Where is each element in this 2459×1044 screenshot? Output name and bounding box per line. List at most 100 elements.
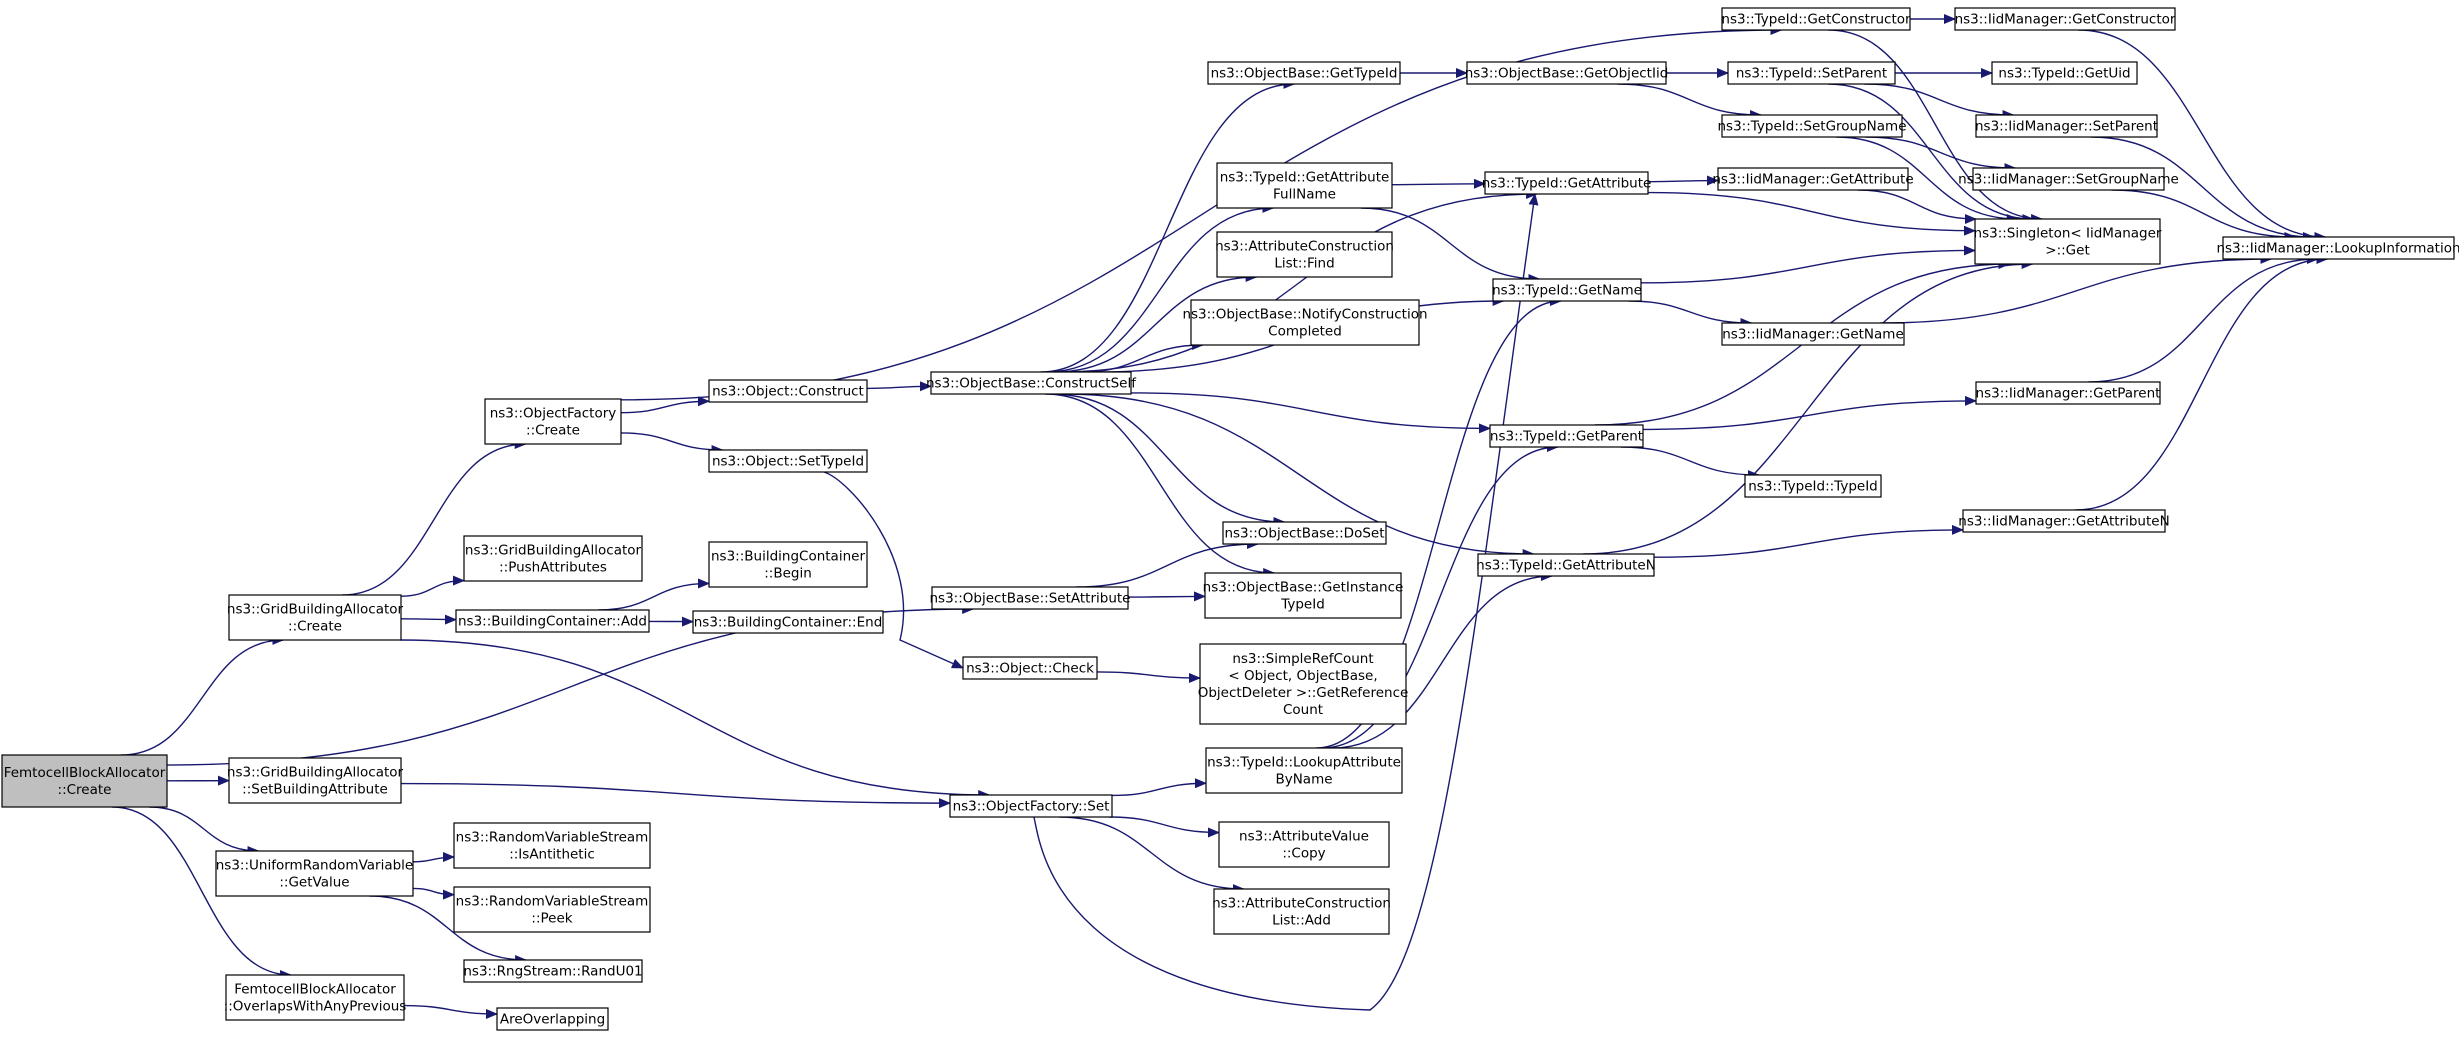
node-bc-end[interactable]: ns3::BuildingContainer::End xyxy=(692,610,884,634)
node-ob-setattr[interactable]: ns3::ObjectBase::SetAttribute xyxy=(930,586,1131,610)
node-box xyxy=(1975,381,2161,405)
node-label: ns3::TypeId::SetGroupName xyxy=(1717,119,1906,135)
node-are-overlapping[interactable]: AreOverlapping xyxy=(496,1007,609,1031)
edge-tid-getname-to-iid-getname xyxy=(1628,300,1753,328)
node-label: ObjectDeleter >::GetReference xyxy=(1198,685,1409,701)
node-src-getref[interactable]: ns3::SimpleRefCount< Object, ObjectBase,… xyxy=(1198,643,1409,725)
node-ob-gettypeid[interactable]: ns3::ObjectBase::GetTypeId xyxy=(1207,61,1401,85)
node-av-copy[interactable]: ns3::AttributeValue::Copy xyxy=(1218,821,1390,868)
edge-of-create-to-obj-settypeid xyxy=(620,432,724,455)
node-ob-getobjectiid[interactable]: ns3::ObjectBase::GetObjectIid xyxy=(1465,61,1669,85)
node-grid-setattr[interactable]: ns3::GridBuildingAllocator::SetBuildingA… xyxy=(227,757,404,804)
node-label: ns3::RngStream::RandU01 xyxy=(463,964,642,980)
edge-ob-constructself-to-tid-getparent xyxy=(1130,392,1491,434)
node-tid-typeid[interactable]: ns3::TypeId::TypeId xyxy=(1744,474,1882,498)
node-tid-getuid[interactable]: ns3::TypeId::GetUid xyxy=(1991,61,2138,85)
node-obj-check[interactable]: ns3::Object::Check xyxy=(962,656,1098,680)
node-iid-getconstructor[interactable]: ns3::IidManager::GetConstructor xyxy=(1954,7,2176,31)
node-rvs-anti[interactable]: ns3::RandomVariableStream::IsAntithetic xyxy=(453,822,651,869)
edge-iid-getattr-to-singleton-get xyxy=(1857,189,1977,224)
edge-grid-create-to-of-create xyxy=(342,439,527,596)
node-tid-setparent[interactable]: ns3::TypeId::SetParent xyxy=(1727,61,1896,85)
node-grid-push[interactable]: ns3::GridBuildingAllocator::PushAttribut… xyxy=(463,535,643,582)
node-box xyxy=(1991,61,2138,85)
node-box xyxy=(931,586,1129,610)
node-box xyxy=(463,959,643,983)
node-label: ns3::GridBuildingAllocator xyxy=(465,543,642,559)
node-tid-getconstructor[interactable]: ns3::TypeId::GetConstructor xyxy=(1721,7,1911,31)
edge-ob-setattr-to-ob-getinst xyxy=(1127,591,1206,602)
node-box xyxy=(1216,162,1393,209)
node-iid-lookupinfo[interactable]: ns3::IidManager::LookupInformation xyxy=(2216,236,2459,260)
node-rng-randu[interactable]: ns3::RngStream::RandU01 xyxy=(463,959,643,983)
node-box xyxy=(1975,114,2158,138)
node-box xyxy=(1962,509,2166,533)
node-label: ns3::RandomVariableStream xyxy=(456,894,649,910)
node-ob-constructself[interactable]: ns3::ObjectBase::ConstructSelf xyxy=(926,371,1137,395)
node-obj-settypeid[interactable]: ns3::Object::SetTypeId xyxy=(708,449,868,473)
node-label: ns3::TypeId::GetParent xyxy=(1490,429,1643,445)
node-label: ns3::Singleton< IidManager xyxy=(1974,226,2162,242)
node-tid-getparent[interactable]: ns3::TypeId::GetParent xyxy=(1489,424,1644,448)
node-of-create[interactable]: ns3::ObjectFactory::Create xyxy=(484,398,622,445)
node-label: ::IsAntithetic xyxy=(509,847,595,863)
node-label: ns3::BuildingContainer::Add xyxy=(458,614,647,630)
node-urv-getvalue[interactable]: ns3::UniformRandomVariable::GetValue xyxy=(215,850,414,897)
node-box xyxy=(1,754,168,808)
node-box xyxy=(1218,821,1390,868)
node-of-set[interactable]: ns3::ObjectFactory::Set xyxy=(949,794,1113,818)
node-box xyxy=(1727,61,1896,85)
node-label: ns3::ObjectBase::SetAttribute xyxy=(930,591,1131,607)
node-box xyxy=(2222,236,2455,260)
node-box xyxy=(1489,424,1644,448)
node-box xyxy=(692,610,884,634)
node-label: ns3::IidManager::GetName xyxy=(1722,327,1904,343)
node-femto-create[interactable]: FemtocellBlockAllocator::Create xyxy=(1,754,168,808)
edge-tid-getattrn-to-iid-getattrn xyxy=(1653,524,1964,558)
node-box xyxy=(1721,114,1903,138)
node-box xyxy=(1216,231,1393,278)
edge-tid-setparent-to-singleton-get xyxy=(1828,83,2035,224)
node-iid-getattrn[interactable]: ns3::IidManager::GetAttributeN xyxy=(1958,509,2170,533)
node-tid-getattr[interactable]: ns3::TypeId::GetAttribute xyxy=(1482,171,1652,195)
node-label: ns3::TypeId::SetParent xyxy=(1736,66,1887,82)
edge-iid-setparent-to-iid-lookupinfo xyxy=(2091,136,2315,242)
node-iid-getname[interactable]: ns3::IidManager::GetName xyxy=(1721,322,1905,346)
node-label: < Object, ObjectBase, xyxy=(1228,668,1377,684)
node-femto-overlaps[interactable]: FemtocellBlockAllocator::OverlapsWithAny… xyxy=(224,974,407,1021)
node-label: ::Create xyxy=(288,619,342,635)
node-label: ns3::TypeId::LookupAttribute xyxy=(1207,755,1401,771)
node-bc-add[interactable]: ns3::BuildingContainer::Add xyxy=(455,609,650,633)
node-box xyxy=(1207,61,1401,85)
node-tid-getname[interactable]: ns3::TypeId::GetName xyxy=(1492,278,1642,302)
node-rvs-peek[interactable]: ns3::RandomVariableStream::Peek xyxy=(453,886,651,933)
node-tid-setgroupname[interactable]: ns3::TypeId::SetGroupName xyxy=(1717,114,1907,138)
node-singleton-get[interactable]: ns3::Singleton< IidManager>::Get xyxy=(1974,218,2162,265)
node-box xyxy=(1717,167,1909,191)
edge-femto-create-to-urv-getvalue xyxy=(149,806,260,856)
node-ob-notify[interactable]: ns3::ObjectBase::NotifyConstructionCompl… xyxy=(1182,299,1428,346)
node-label: ns3::IidManager::GetConstructor xyxy=(1955,12,2176,28)
node-box xyxy=(1721,7,1911,31)
node-iid-setgroupname[interactable]: ns3::IidManager::SetGroupName xyxy=(1958,167,2179,191)
node-iid-setparent[interactable]: ns3::IidManager::SetParent xyxy=(1975,114,2158,138)
node-iid-getattr[interactable]: ns3::IidManager::GetAttribute xyxy=(1712,167,1914,191)
node-label: ns3::TypeId::GetName xyxy=(1492,283,1642,299)
node-ob-doset[interactable]: ns3::ObjectBase::DoSet xyxy=(1222,521,1387,545)
node-label: ::SetBuildingAttribute xyxy=(242,782,388,798)
node-grid-create[interactable]: ns3::GridBuildingAllocator::Create xyxy=(227,594,404,641)
node-bc-begin[interactable]: ns3::BuildingContainer::Begin xyxy=(708,541,868,588)
node-label: ns3::ObjectBase::GetInstance xyxy=(1203,580,1404,596)
node-box xyxy=(225,974,405,1021)
node-iid-getparent[interactable]: ns3::IidManager::GetParent xyxy=(1975,381,2161,405)
node-label: ns3::GridBuildingAllocator xyxy=(227,765,404,781)
node-tid-getattrn[interactable]: ns3::TypeId::GetAttributeN xyxy=(1476,553,1656,577)
node-obj-construct[interactable]: ns3::Object::Construct xyxy=(708,379,868,403)
node-label: ns3::IidManager::SetGroupName xyxy=(1958,172,2179,188)
edge-layer xyxy=(112,14,2329,1019)
